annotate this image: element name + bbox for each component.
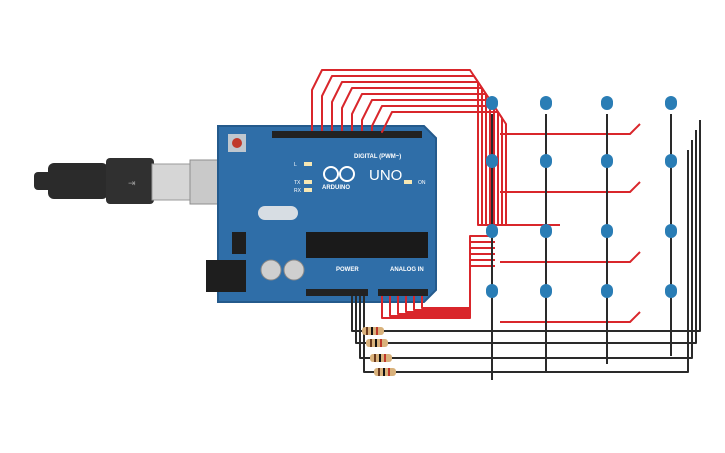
red-wire-digital-2 bbox=[331, 81, 560, 226]
led-r2-c3[interactable] bbox=[601, 154, 613, 168]
power-label: POWER bbox=[336, 267, 359, 273]
led-r2-c2[interactable] bbox=[540, 154, 552, 168]
red-row-wire-3 bbox=[500, 311, 641, 323]
rx-label: RX bbox=[294, 188, 302, 194]
on-label: ON bbox=[418, 180, 426, 186]
black-wire-0 bbox=[351, 120, 701, 332]
led-r2-c4[interactable] bbox=[665, 154, 677, 168]
red-row-wire-0 bbox=[500, 123, 641, 135]
analog-header[interactable] bbox=[378, 289, 428, 296]
microcontroller-chip bbox=[306, 232, 428, 258]
led-r3-c2[interactable] bbox=[540, 224, 552, 238]
red-wire-analog-5 bbox=[421, 265, 495, 309]
resistor-1[interactable] bbox=[362, 327, 384, 335]
led-r3-c3[interactable] bbox=[601, 224, 613, 238]
digital-header[interactable] bbox=[272, 131, 422, 138]
led-r4-c4[interactable] bbox=[665, 284, 677, 298]
crystal bbox=[258, 206, 298, 220]
led-r4-c1[interactable] bbox=[486, 284, 498, 298]
regulator bbox=[232, 232, 246, 254]
digital-header-label: DIGITAL (PWM~) bbox=[354, 154, 401, 160]
brand-label: ARDUINO bbox=[322, 185, 350, 191]
red-wire-digital-7 bbox=[381, 111, 560, 226]
led-r1-c3[interactable] bbox=[601, 96, 613, 110]
arduino-logo-icon bbox=[323, 166, 355, 182]
resistor-group bbox=[362, 327, 396, 376]
led-r3-c1[interactable] bbox=[486, 224, 498, 238]
red-wire-analog-3 bbox=[405, 253, 495, 313]
led-r1-c4[interactable] bbox=[665, 96, 677, 110]
resistor-2[interactable] bbox=[366, 339, 388, 347]
black-wire-1 bbox=[355, 130, 697, 344]
led-r1-c2[interactable] bbox=[540, 96, 552, 110]
reset-button-cap bbox=[232, 138, 242, 148]
arduino-board[interactable]: DIGITAL (PWM~) POWER ANALOG IN UNO ARDUI… bbox=[206, 125, 437, 303]
power-jack bbox=[206, 260, 246, 292]
capacitor-1 bbox=[260, 259, 282, 281]
red-wire-digital-1 bbox=[321, 75, 560, 226]
red-wire-analog-0 bbox=[381, 235, 495, 319]
red-row-wire-2 bbox=[500, 251, 641, 263]
l-label: L bbox=[294, 162, 297, 168]
svg-text:⇥: ⇥ bbox=[128, 178, 136, 188]
led-r3-c4[interactable] bbox=[665, 224, 677, 238]
board-model-label: UNO bbox=[369, 167, 402, 184]
tx-label: TX bbox=[294, 180, 301, 186]
led-matrix bbox=[486, 96, 677, 298]
led-r2-c1[interactable] bbox=[486, 154, 498, 168]
resistor-3[interactable] bbox=[370, 354, 392, 362]
power-header[interactable] bbox=[306, 289, 368, 296]
resistor-4[interactable] bbox=[374, 368, 396, 376]
red-row-wire-1 bbox=[500, 181, 641, 193]
black-wire-2 bbox=[359, 140, 693, 359]
red-wire-digital-0 bbox=[311, 69, 560, 226]
red-wire-analog-1 bbox=[389, 241, 495, 317]
red-wire-analog-4 bbox=[413, 259, 495, 311]
analog-label: ANALOG IN bbox=[390, 267, 424, 273]
led-r4-c2[interactable] bbox=[540, 284, 552, 298]
led-r4-c3[interactable] bbox=[601, 284, 613, 298]
red-wire-analog-2 bbox=[397, 247, 495, 315]
usb-cable: ⇥ bbox=[34, 158, 231, 205]
led-r1-c1[interactable] bbox=[486, 96, 498, 110]
capacitor-2 bbox=[283, 259, 305, 281]
